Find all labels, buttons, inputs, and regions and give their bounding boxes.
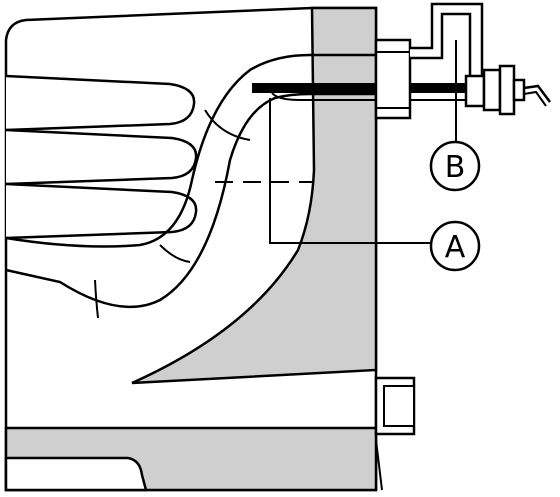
- ignition-cable: [523, 84, 551, 103]
- callout-b-label: B: [445, 150, 466, 185]
- side-wall-panel: [131, 6, 378, 385]
- terminal-washer: [464, 74, 486, 108]
- ignition-cable-inner: [523, 90, 547, 107]
- lower-connector-inner: [383, 385, 415, 427]
- burner-duct-seam: [204, 109, 251, 141]
- burner-duct-seam-3: [94, 279, 99, 319]
- lower-connector-stub: [375, 439, 383, 491]
- ignition-electrode-rod: [252, 83, 466, 93]
- coil-loop-3: [5, 182, 198, 240]
- base-foot: [4, 456, 148, 492]
- callout-a-leader: [269, 98, 432, 244]
- callout-a-circle: [429, 220, 481, 272]
- burner-duct-seam-2: [159, 244, 191, 263]
- burner-duct-outer: [5, 53, 410, 248]
- heat-exchanger-coils: [5, 74, 198, 240]
- coil-loop-2: [5, 128, 198, 186]
- electrode-terminal: [464, 64, 526, 116]
- terminal-stud: [512, 78, 526, 102]
- terminal-cap: [498, 64, 516, 116]
- coil-loop-1: [5, 74, 196, 132]
- callout-b-circle: [429, 140, 481, 192]
- callout-a-label: A: [445, 230, 466, 265]
- terminal-nut: [482, 68, 502, 112]
- electrode-tip-hook: [271, 92, 470, 101]
